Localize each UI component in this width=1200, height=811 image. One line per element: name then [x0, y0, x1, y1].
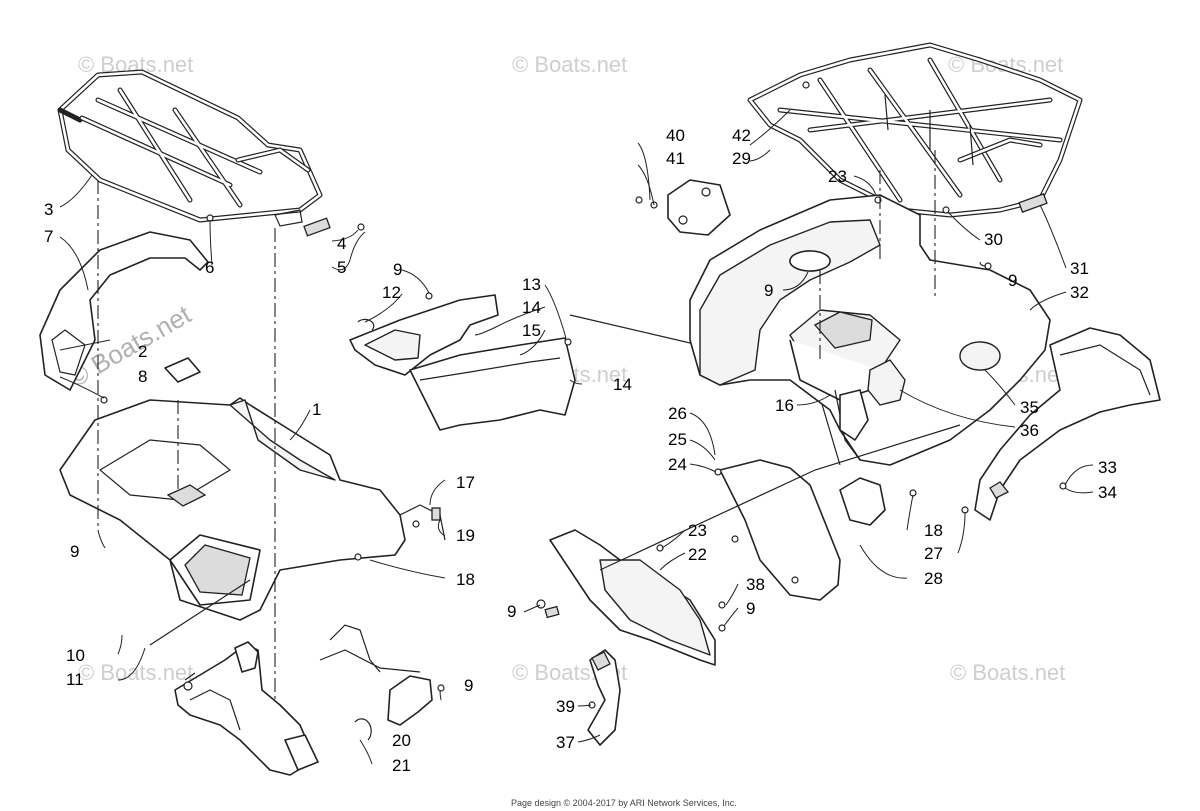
callout-3: 3 [44, 200, 53, 219]
callout-17: 17 [456, 473, 475, 492]
callout-4: 4 [337, 234, 346, 253]
callout-1: 1 [312, 400, 321, 419]
callout-9: 9 [1008, 271, 1017, 290]
callout-35: 35 [1020, 398, 1039, 417]
callout-25: 25 [668, 430, 687, 449]
callout-10: 10 [66, 646, 85, 665]
front-fender-flare [39, 231, 209, 404]
bracket-17-19 [399, 504, 446, 541]
callout-2: 2 [138, 342, 147, 361]
bracket-and-clip [319, 624, 445, 741]
callout-14: 14 [522, 298, 541, 317]
callout-14: 14 [613, 375, 632, 394]
watermark: © Boats.net [950, 660, 1065, 685]
callout-27: 27 [924, 544, 943, 563]
rear-body-panel [689, 194, 1051, 466]
splash-guard [587, 649, 621, 746]
callout-13: 13 [522, 275, 541, 294]
watermark: © Boats.net [78, 660, 193, 685]
callout-23: 23 [688, 521, 707, 540]
callout-41: 41 [666, 149, 685, 168]
front-frame-section [174, 641, 319, 776]
callout-16: 16 [775, 396, 794, 415]
callout-9: 9 [764, 281, 773, 300]
callout-9: 9 [507, 602, 516, 621]
rear-fender-flare [974, 327, 1161, 521]
leader-lines [59, 109, 1094, 765]
watermark: © Boats.net [512, 52, 627, 77]
callout-18: 18 [924, 521, 943, 540]
callout-9: 9 [70, 542, 79, 561]
footer-copyright: Page design © 2004-2017 by ARI Network S… [511, 798, 737, 808]
callout-26: 26 [668, 404, 687, 423]
callout-33: 33 [1098, 458, 1117, 477]
side-panel-right [409, 337, 576, 431]
callout-32: 32 [1070, 283, 1089, 302]
callout-31: 31 [1070, 259, 1089, 278]
callout-21: 21 [392, 756, 411, 775]
callout-30: 30 [984, 230, 1003, 249]
callout-28: 28 [924, 569, 943, 588]
callout-9: 9 [464, 676, 473, 695]
callout-7: 7 [44, 227, 53, 246]
callout-12: 12 [382, 283, 401, 302]
callout-15: 15 [522, 321, 541, 340]
mud-flap-right [719, 459, 969, 601]
callout-38: 38 [746, 575, 765, 594]
rack-mount-bracket [635, 179, 731, 236]
callout-9: 9 [746, 599, 755, 618]
callout-24: 24 [668, 455, 687, 474]
callout-labels: 3 7 2 8 9 6 4 5 1 17 19 18 10 11 9 20 21… [44, 126, 1117, 775]
mud-flap-left [536, 468, 739, 666]
callout-34: 34 [1098, 483, 1117, 502]
front-body-panel [59, 397, 406, 621]
callout-29: 29 [732, 149, 751, 168]
callout-11: 11 [66, 670, 84, 689]
callout-42: 42 [732, 126, 751, 145]
callout-5: 5 [337, 258, 346, 277]
rear-rack [747, 42, 1083, 218]
callout-39: 39 [556, 697, 575, 716]
callout-18: 18 [456, 570, 475, 589]
callout-36: 36 [1020, 421, 1039, 440]
callout-37: 37 [556, 733, 575, 752]
front-decal [164, 357, 201, 383]
callout-22: 22 [688, 545, 707, 564]
callout-19: 19 [456, 526, 475, 545]
callout-40: 40 [666, 126, 685, 145]
callout-23: 23 [828, 167, 847, 186]
callout-20: 20 [392, 731, 411, 750]
callout-8: 8 [138, 367, 147, 386]
callout-9: 9 [393, 260, 402, 279]
front-rack [57, 69, 365, 237]
side-panel-left [349, 292, 499, 376]
callout-6: 6 [205, 258, 214, 277]
